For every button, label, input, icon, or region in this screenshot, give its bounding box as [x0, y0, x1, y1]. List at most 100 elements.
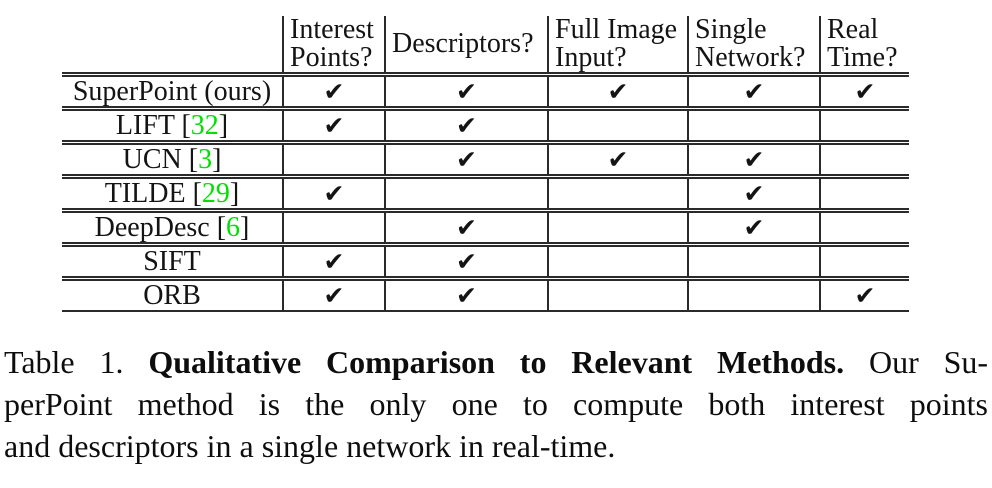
check-cell: ✔ — [687, 142, 820, 179]
table-caption: Table 1. Qualitative Comparison to Relev… — [4, 341, 988, 467]
comparison-table: Interest Points?Descriptors?Full Image I… — [62, 16, 909, 312]
checkmark-icon: ✔ — [743, 179, 765, 208]
citation-bracket-open: [ — [181, 144, 199, 175]
method-cell: LIFT [32] — [62, 108, 283, 145]
checkmark-icon: ✔ — [323, 247, 345, 276]
method-name: SIFT — [143, 246, 201, 277]
caption-table-number: Table 1. — [4, 344, 149, 380]
column-header-4: Real Time? — [819, 16, 909, 77]
check-cell: ✔ — [384, 142, 548, 179]
column-header-2: Full Image Input? — [547, 16, 688, 77]
method-cell: SIFT — [62, 244, 283, 281]
check-cell: ✔ — [282, 244, 385, 281]
check-cell: ✔ — [282, 74, 385, 111]
checkmark-icon: ✔ — [456, 111, 477, 140]
method-name: LIFT — [115, 110, 175, 141]
empty-cell — [547, 176, 688, 213]
empty-cell — [282, 142, 385, 179]
citation-bracket-close: ] — [212, 144, 222, 175]
table-row: ORB ✔ ✔ ✔ — [62, 278, 909, 312]
check-cell: ✔ — [282, 278, 385, 312]
empty-cell — [687, 278, 820, 312]
comparison-table-wrapper: Interest Points?Descriptors?Full Image I… — [62, 16, 909, 312]
check-cell: ✔ — [687, 210, 820, 247]
check-cell: ✔ — [547, 74, 688, 111]
checkmark-icon: ✔ — [607, 77, 629, 106]
column-header-1: Descriptors? — [384, 16, 548, 77]
check-cell: ✔ — [819, 74, 909, 111]
empty-cell — [819, 210, 909, 247]
column-header-0: Interest Points? — [282, 16, 385, 77]
method-name: UCN — [122, 144, 182, 175]
empty-cell — [547, 278, 688, 312]
check-cell: ✔ — [384, 74, 548, 111]
empty-cell — [819, 108, 909, 145]
table-row: TILDE [29] ✔ ✔ — [62, 176, 909, 213]
caption-title: Qualitative Comparison to Relevant Metho… — [148, 344, 845, 380]
empty-cell — [819, 176, 909, 213]
checkmark-icon: ✔ — [456, 213, 477, 242]
check-cell: ✔ — [282, 108, 385, 145]
citation-bracket-open: [ — [209, 212, 227, 243]
check-cell: ✔ — [547, 142, 688, 179]
checkmark-icon: ✔ — [743, 145, 765, 174]
empty-cell — [547, 244, 688, 281]
check-cell: ✔ — [384, 244, 548, 281]
empty-cell — [819, 244, 909, 281]
method-name: DeepDesc — [94, 212, 210, 243]
table-row: LIFT [32] ✔ ✔ — [62, 108, 909, 145]
citation-bracket-close: ] — [229, 178, 240, 209]
citation-bracket-close: ] — [218, 110, 229, 141]
checkmark-icon: ✔ — [323, 77, 345, 106]
header-row: Interest Points?Descriptors?Full Image I… — [62, 16, 909, 77]
caption-line-2: perPoint method is the only one to compu… — [4, 386, 988, 422]
table-row: DeepDesc [6] ✔ ✔ — [62, 210, 909, 247]
checkmark-icon: ✔ — [456, 247, 477, 276]
check-cell: ✔ — [384, 278, 548, 312]
check-cell: ✔ — [384, 210, 548, 247]
checkmark-icon: ✔ — [456, 145, 477, 174]
checkmark-icon: ✔ — [323, 179, 345, 208]
method-name: SuperPoint (ours) — [72, 76, 272, 107]
table-row: SIFT ✔ ✔ — [62, 244, 909, 281]
empty-cell — [687, 108, 820, 145]
check-cell: ✔ — [687, 74, 820, 111]
empty-cell — [819, 142, 909, 179]
citation-bracket-open: [ — [174, 110, 191, 141]
method-cell: ORB — [62, 278, 283, 312]
check-cell: ✔ — [687, 176, 820, 213]
empty-cell — [687, 244, 820, 281]
method-cell: SuperPoint (ours) — [62, 74, 283, 111]
checkmark-icon: ✔ — [743, 77, 765, 106]
citation-bracket-open: [ — [185, 178, 202, 209]
check-cell: ✔ — [384, 108, 548, 145]
method-name: TILDE — [104, 178, 186, 209]
checkmark-icon: ✔ — [456, 281, 477, 310]
column-header-3: Single Network? — [687, 16, 820, 77]
checkmark-icon: ✔ — [323, 281, 345, 310]
checkmark-icon: ✔ — [323, 111, 345, 140]
caption-line-3: and descriptors in a single network in r… — [4, 428, 616, 464]
method-cell: TILDE [29] — [62, 176, 283, 213]
citation-number: 29 — [201, 178, 230, 209]
empty-cell — [547, 210, 688, 247]
caption-text-start: Our Su- — [844, 344, 989, 380]
table-row: UCN [3] ✔ ✔ ✔ — [62, 142, 909, 179]
checkmark-icon: ✔ — [854, 77, 876, 106]
caption-line-1: Table 1. Qualitative Comparison to Relev… — [4, 341, 988, 383]
checkmark-icon: ✔ — [854, 281, 876, 310]
check-cell: ✔ — [282, 176, 385, 213]
checkmark-icon: ✔ — [456, 77, 477, 106]
checkmark-icon: ✔ — [607, 145, 629, 174]
corner-cell — [62, 16, 283, 77]
table-body: SuperPoint (ours)✔✔✔✔✔LIFT [32]✔✔UCN [3]… — [62, 74, 909, 312]
check-cell: ✔ — [819, 278, 909, 312]
empty-cell — [547, 108, 688, 145]
citation-bracket-close: ] — [240, 212, 250, 243]
checkmark-icon: ✔ — [743, 213, 765, 242]
citation-number: 3 — [198, 144, 213, 175]
citation-number: 32 — [190, 110, 219, 141]
method-cell: DeepDesc [6] — [62, 210, 283, 247]
empty-cell — [282, 210, 385, 247]
empty-cell — [384, 176, 548, 213]
